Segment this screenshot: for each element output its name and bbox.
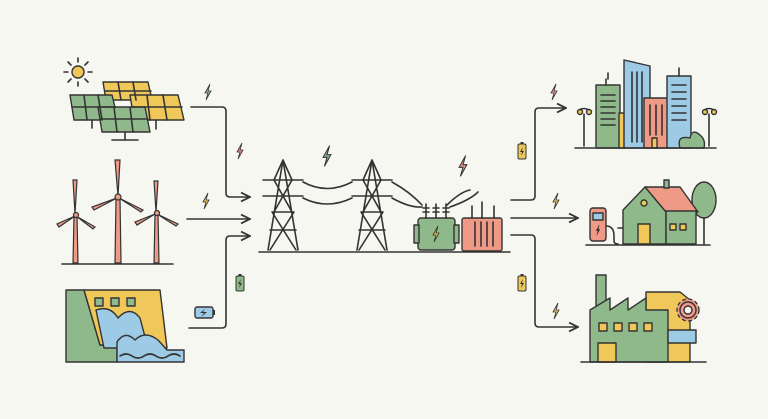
solar-farm [63,57,185,141]
sun-icon [63,57,93,87]
lightning-icon [552,302,560,320]
factory-arrow [510,234,578,327]
lightning-icon [550,83,558,101]
solar-arrow [190,106,250,197]
ev-charger-icon [589,207,624,245]
battery-charging-icon [194,306,215,319]
transformer-icon [461,201,503,252]
wind-turbine-icon [56,159,180,264]
lightning-icon [202,192,210,210]
hydro-arrow [188,236,250,329]
power-tower-icon [262,159,479,251]
gear-icon [676,298,700,322]
lightning-icon [552,192,560,210]
city-icon [574,59,718,149]
lightning-icon [236,142,244,160]
transformer-icon [413,203,460,251]
lightning-icon [204,83,212,101]
hydro-dam-icon [65,289,185,363]
output-connectors [510,83,578,327]
battery-icon [517,273,527,292]
city-arrow [510,108,566,201]
lightning-icon [458,155,468,177]
transmission-lines [258,145,511,253]
battery-icon [235,273,245,292]
lightning-icon [322,145,332,167]
wind-farm [56,159,180,265]
solar-panels-icon [69,81,185,141]
input-connectors [186,83,250,329]
factory-icon [580,274,707,363]
battery-icon [517,141,527,160]
house-icon [585,179,717,246]
